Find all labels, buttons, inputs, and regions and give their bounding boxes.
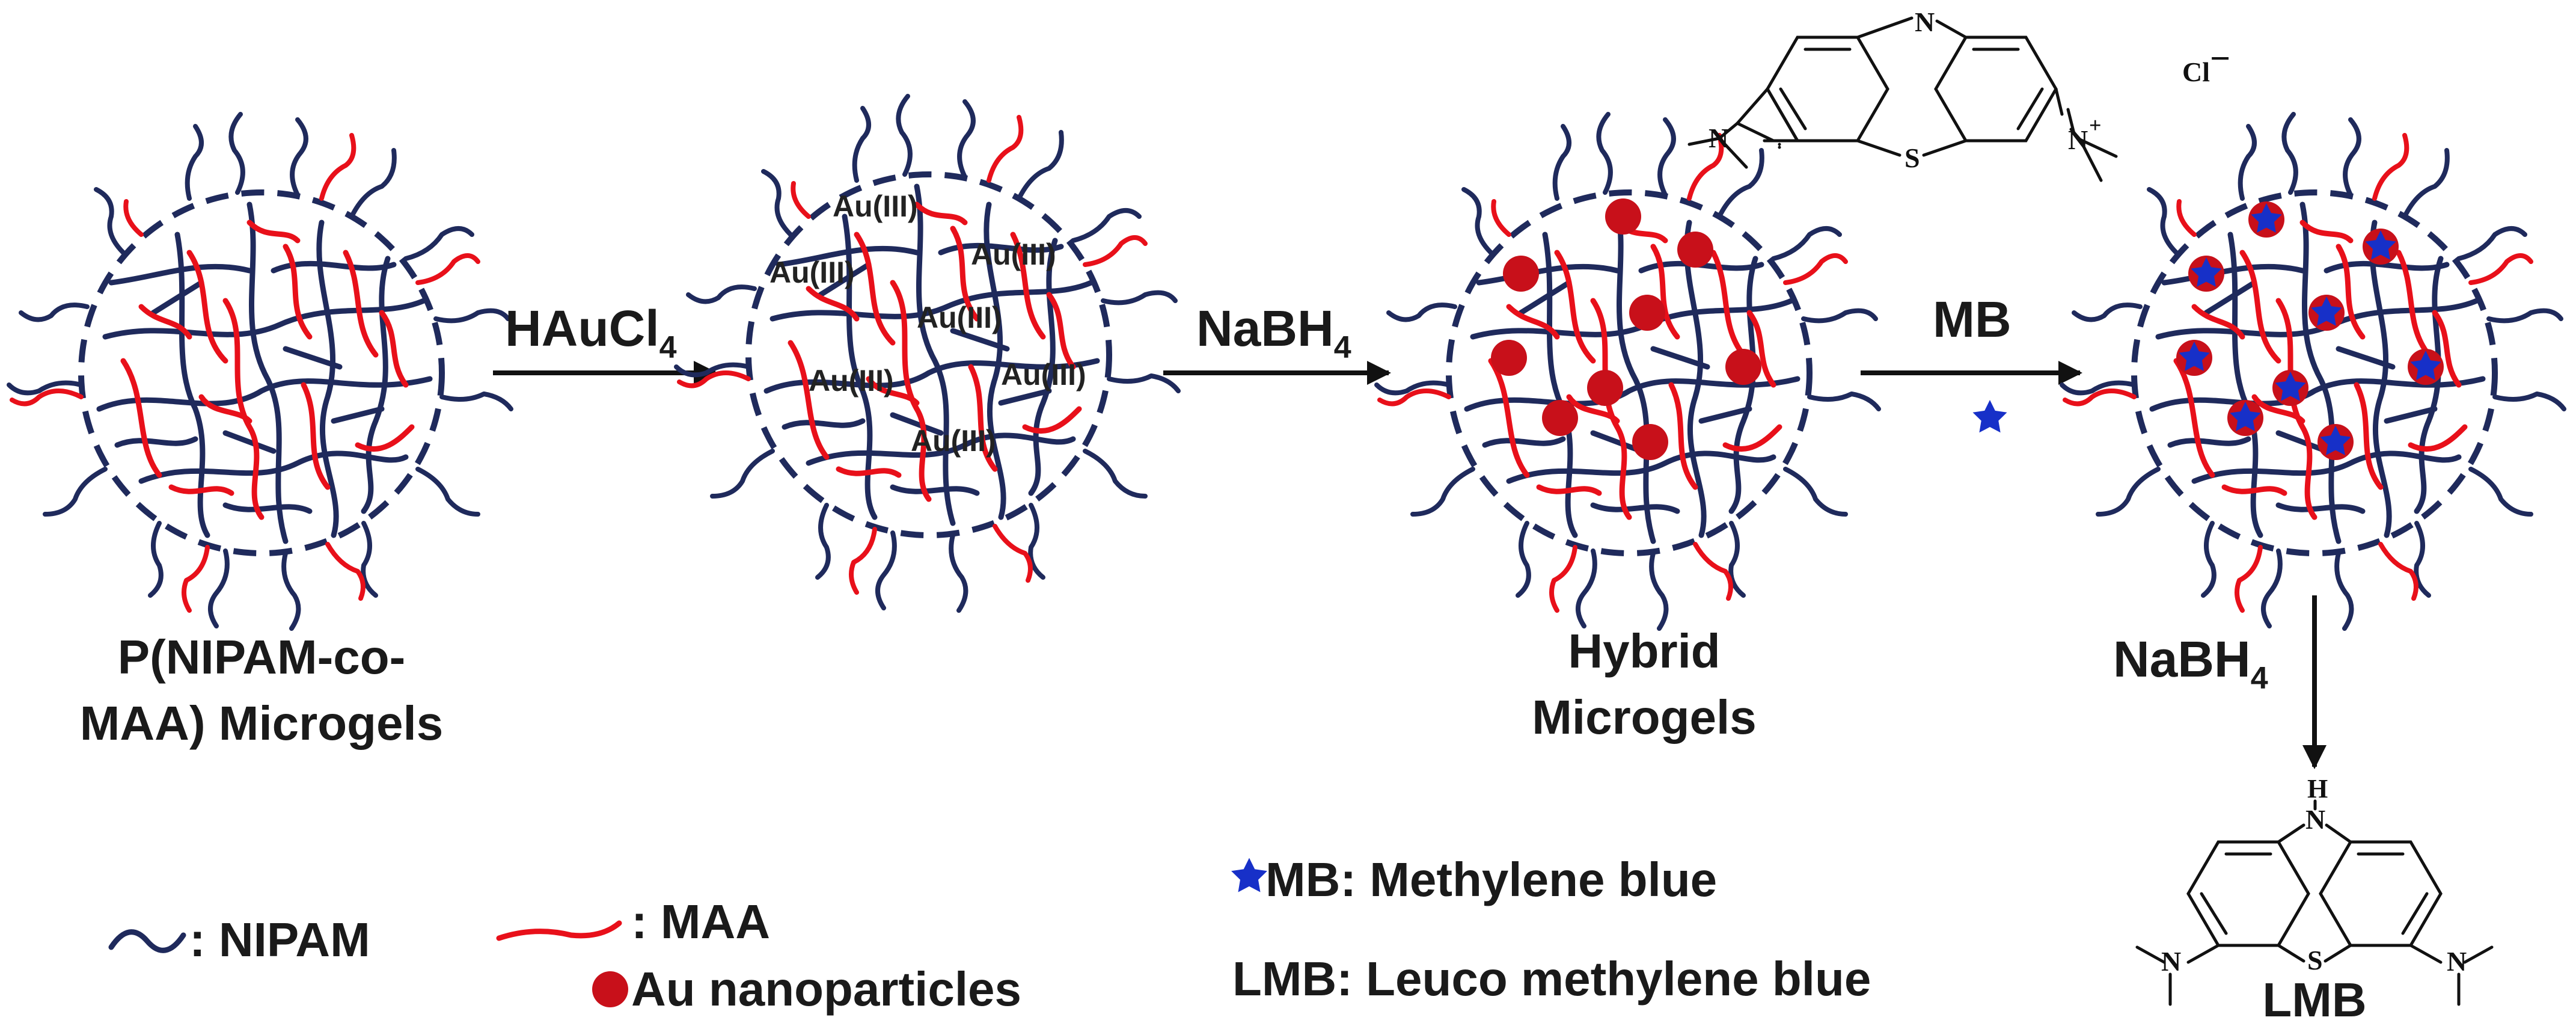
svg-text:NaBH4: NaBH4 — [1196, 300, 1351, 365]
au-nanoparticle — [1677, 232, 1713, 268]
arrow-step2-subscript: 4 — [1334, 330, 1351, 365]
mb-amine-right: N — [2068, 124, 2088, 155]
legend-lmb-label: LMB: Leuco methylene blue — [1232, 952, 1871, 1006]
arrow-step2-reagent: NaBH — [1196, 300, 1334, 357]
hybrid-label-line2: Microgels — [1532, 690, 1756, 744]
arrow-step1-reagent: HAuCl — [505, 300, 659, 357]
au-nanoparticle — [1605, 198, 1641, 235]
arrow-step4-reagent: NaBH — [2113, 631, 2251, 687]
legend-mb-label: MB: Methylene blue — [1265, 853, 1717, 906]
mb-amine-left: N — [1709, 123, 1728, 153]
legend-au: Au nanoparticles — [592, 962, 1021, 1016]
au-nanoparticle — [1491, 340, 1527, 376]
arrow-step2: NaBH4 — [1163, 300, 1391, 385]
svg-text:Cl−: Cl− — [2182, 38, 2230, 87]
au-ion-label: Au(III) — [769, 256, 855, 289]
au-nanoparticle — [1632, 424, 1668, 460]
arrow-step3-reagent: MB — [1933, 291, 2012, 348]
lmb-ring-nh: N — [2305, 804, 2325, 835]
lmb-ring-h: H — [2307, 774, 2328, 803]
microgel-label-line1: P(NIPAM-co- — [118, 630, 405, 684]
au-nanoparticle — [1503, 256, 1539, 292]
mb-charge: + — [2089, 113, 2102, 137]
au-nanoparticles — [1491, 198, 1761, 460]
au-ion-label: Au(III) — [911, 424, 996, 458]
arrow-step4-subscript: 4 — [2251, 661, 2268, 696]
legend-maa: : MAA — [496, 895, 770, 948]
lmb-ring-s: S — [2307, 945, 2323, 975]
microgel-pristine — [9, 114, 511, 628]
lmb-structure: H N S N N — [2135, 774, 2494, 1006]
mb-star-icon — [1972, 400, 2007, 433]
legend-au-label: Au nanoparticles — [631, 962, 1021, 1016]
au-ion-label: Au(III) — [917, 301, 1002, 334]
microgel-au-ions: Au(III) Au(III) Au(III) Au(III) Au(III) … — [676, 96, 1178, 610]
legend-nipam-label: : NIPAM — [189, 913, 370, 966]
legend-mb: MB: Methylene blue — [1231, 853, 1717, 906]
arrow-step4: NaBH4 — [2113, 595, 2327, 769]
lmb-amine-right: N — [2447, 946, 2467, 977]
microgel-mb-loaded — [2062, 114, 2564, 628]
mb-structure: N S N N + Cl− — [1687, 7, 2230, 182]
mb-ring-s: S — [1904, 143, 1920, 173]
au-ion-label: Au(III) — [833, 189, 918, 223]
legend-nipam: : NIPAM — [108, 913, 370, 966]
au-nanoparticle — [1587, 370, 1623, 406]
mb-star-legend-icon — [1231, 858, 1267, 892]
au-ion-label: Au(III) — [971, 238, 1056, 271]
au-nanoparticle — [1725, 349, 1761, 385]
mb-counterion: Cl — [2182, 57, 2210, 87]
hybrid-label-line1: Hybrid — [1568, 624, 1720, 678]
mb-counterion-charge: − — [2210, 38, 2230, 78]
arrow-step1: HAuCl4 — [493, 300, 718, 385]
lmb-amine-left: N — [2161, 946, 2181, 977]
legend: : NIPAM : MAA Au nanoparticles MB: Methy… — [108, 853, 1871, 1016]
svg-text:NaBH4: NaBH4 — [2113, 631, 2268, 696]
arrow-step1-subscript: 4 — [659, 330, 677, 365]
au-ion-label: Au(III) — [1001, 358, 1086, 392]
au-nanoparticle — [1629, 295, 1665, 331]
mb-ring-n: N — [1915, 7, 1935, 37]
lmb-label: LMB — [2262, 973, 2366, 1027]
au-nanoparticle-icon — [592, 971, 628, 1007]
microgel-label-line2: MAA) Microgels — [80, 696, 444, 750]
legend-maa-label: : MAA — [631, 895, 770, 948]
svg-text:HAuCl4: HAuCl4 — [505, 300, 677, 365]
au-ion-label: Au(III) — [809, 364, 894, 398]
mb-loaded-particles — [2176, 201, 2444, 460]
arrow-step3: MB — [1861, 291, 2082, 433]
maa-chain-icon — [496, 920, 622, 941]
microgel-hybrid — [1377, 114, 1879, 628]
nipam-chain-icon — [108, 929, 186, 953]
au-nanoparticle — [1542, 400, 1578, 436]
